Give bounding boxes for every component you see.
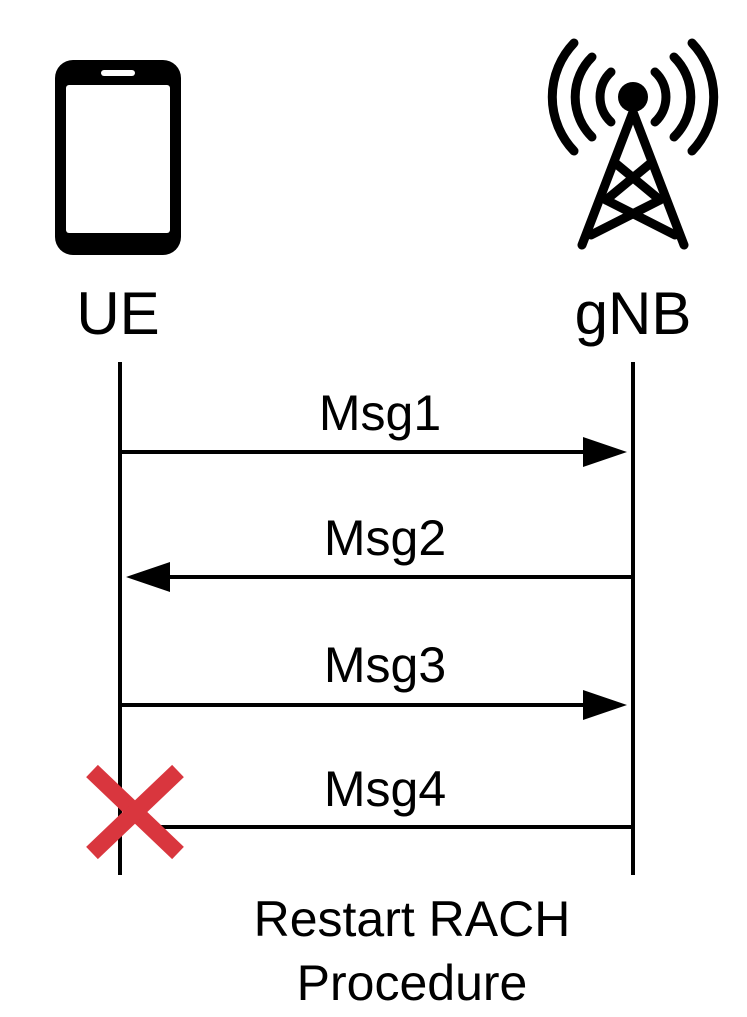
red-x-icon (86, 764, 184, 860)
footer-line-2: Procedure (297, 955, 528, 1011)
footer-line-1: Restart RACH (254, 891, 571, 947)
smartphone-icon (55, 60, 181, 255)
message-2: Msg2 (126, 510, 633, 592)
message-1-label: Msg1 (319, 385, 441, 441)
message-1: Msg1 (120, 385, 627, 467)
message-3-arrowhead (583, 690, 627, 720)
message-2-label: Msg2 (324, 510, 446, 566)
message-3: Msg3 (120, 637, 627, 720)
message-3-label: Msg3 (324, 637, 446, 693)
message-4: Msg4 (150, 761, 633, 829)
message-4-label: Msg4 (324, 761, 446, 817)
message-1-arrowhead (583, 437, 627, 467)
message-2-arrowhead (126, 562, 170, 592)
ue-label: UE (76, 280, 159, 347)
gnb-label: gNB (575, 280, 692, 347)
cell-tower-icon (547, 38, 719, 250)
